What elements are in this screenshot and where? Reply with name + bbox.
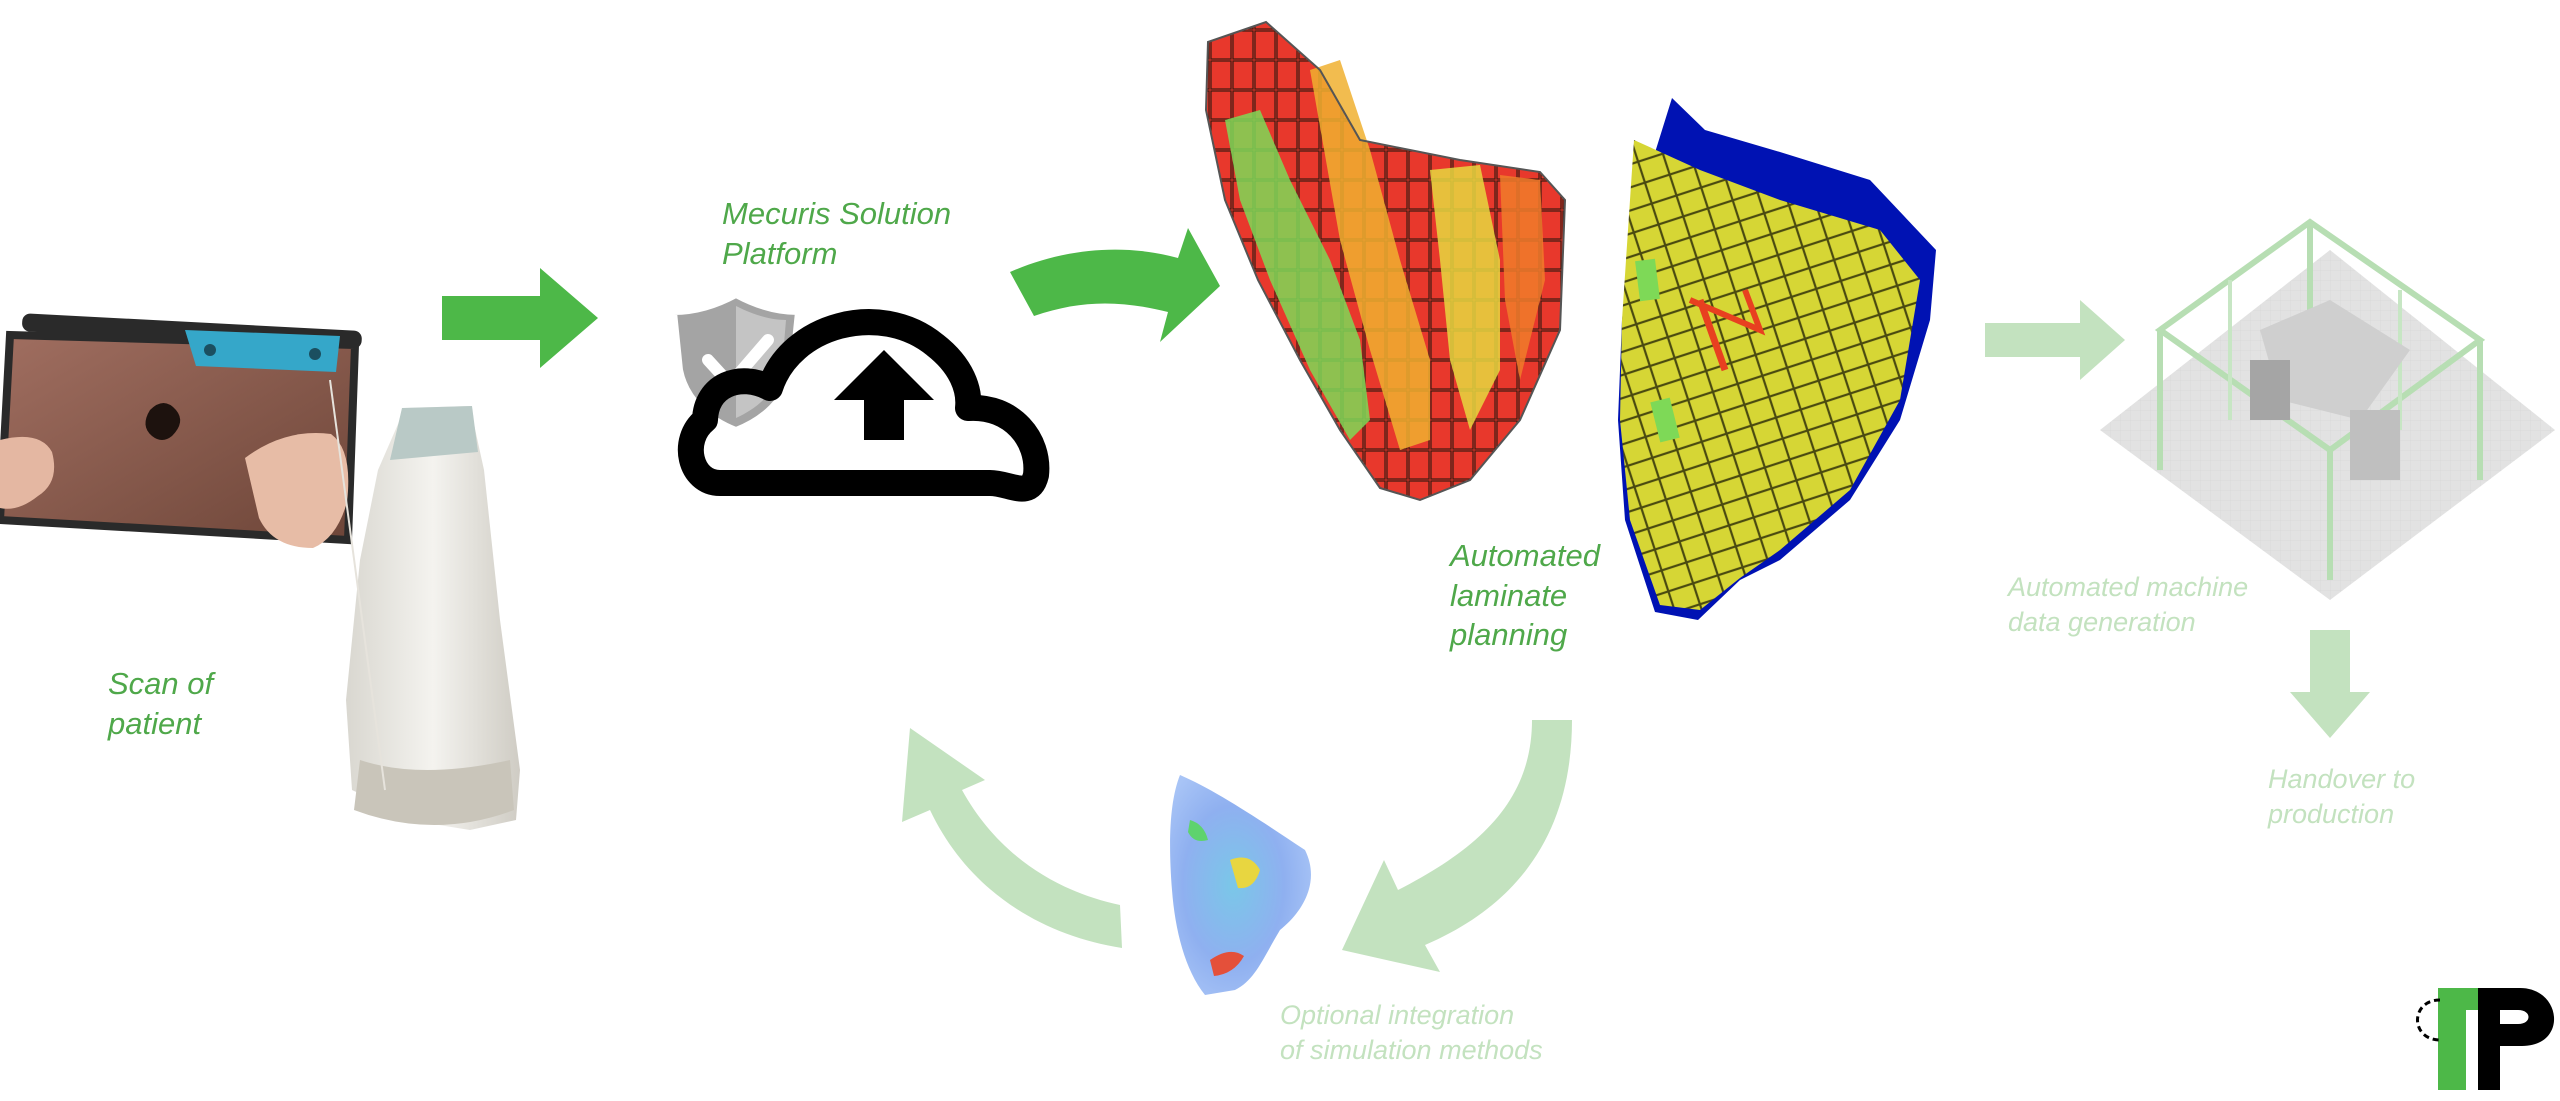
machine-cell-illustration — [2100, 218, 2555, 600]
laminate-model-yellow — [1618, 98, 1936, 620]
tablet-scanner-illustration — [0, 313, 362, 548]
label-line: laminate — [1450, 577, 1568, 613]
label-line: Optional integration — [1280, 1000, 1515, 1030]
label-line: Automated machine — [2008, 572, 2249, 602]
label-line: data generation — [2008, 606, 2196, 637]
label-scan-of-patient: Scan of patient — [108, 664, 213, 743]
label-machine-data: Automated machine data generation — [2008, 570, 2248, 639]
label-line: Automated — [1450, 538, 1600, 573]
arrow-curved-6 — [902, 728, 1122, 948]
label-line: Scan of — [108, 666, 214, 701]
label-simulation: Optional integration of simulation metho… — [1280, 998, 1543, 1067]
arrow-down-4 — [2290, 630, 2370, 738]
company-logo — [2416, 988, 2555, 1090]
arrow-right-3 — [1985, 300, 2125, 380]
label-line: Mecuris Solution — [722, 196, 952, 231]
label-handover: Handover to production — [2268, 762, 2415, 831]
simulation-result-illustration — [1170, 775, 1311, 995]
label-line: of simulation methods — [1280, 1034, 1543, 1065]
label-laminate-planning: Automated laminate planning — [1450, 536, 1600, 655]
label-line: Platform — [722, 235, 838, 271]
label-line: patient — [108, 705, 202, 741]
label-solution-platform: Mecuris Solution Platform — [722, 194, 951, 273]
arrow-curved-5 — [1342, 720, 1572, 972]
limb-cast-illustration — [329, 379, 520, 830]
label-line: Handover to — [2268, 764, 2416, 794]
arrow-right-1 — [442, 268, 598, 368]
label-line: planning — [1450, 617, 1568, 653]
arrow-curved-2 — [1010, 228, 1220, 342]
label-line: production — [2268, 798, 2395, 829]
laminate-model-colored — [1204, 20, 1567, 502]
cloud-upload-icon — [677, 309, 1050, 502]
